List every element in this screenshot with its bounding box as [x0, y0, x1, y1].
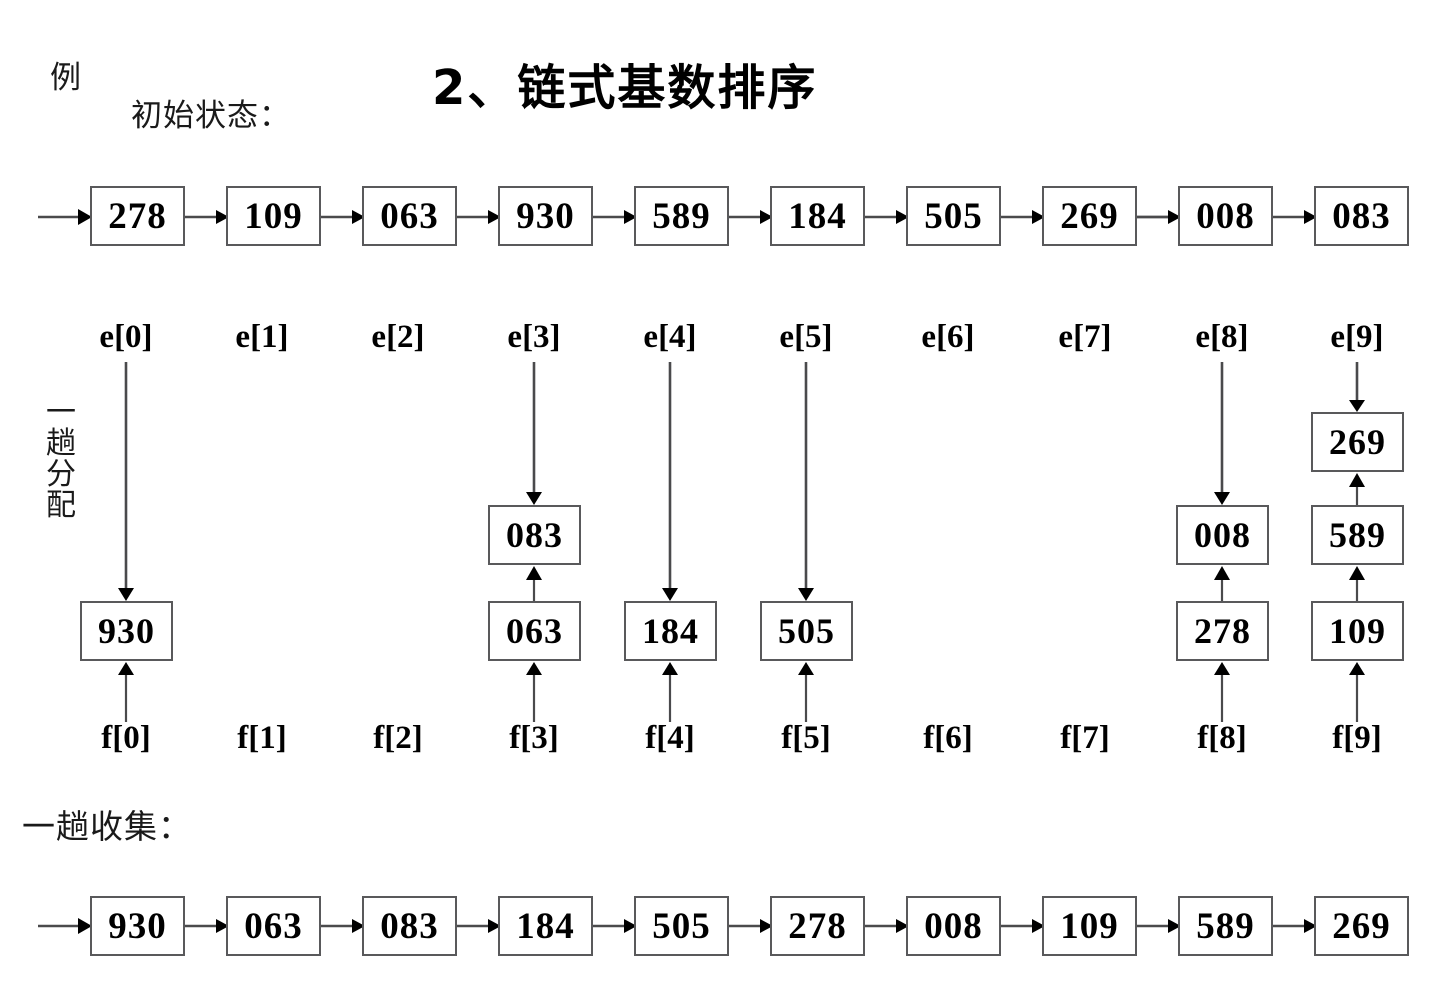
- list-item: 589: [1178, 896, 1273, 956]
- list-item: 184: [498, 896, 593, 956]
- list-item: 063: [226, 896, 321, 956]
- top-list-arrows: [185, 210, 1317, 224]
- f-index-label: f[1]: [237, 720, 287, 756]
- bucket-node: 505: [760, 601, 853, 661]
- f-index-label: f[2]: [373, 720, 423, 756]
- list-item: 930: [90, 896, 185, 956]
- vtext-char-1: 趟: [46, 425, 76, 461]
- vtext-char-3: 配: [46, 487, 76, 523]
- e-index-label: e[0]: [99, 319, 153, 355]
- e-index-label: e[7]: [1058, 319, 1112, 355]
- vtext-char-2: 分: [46, 456, 76, 492]
- list-item: 109: [226, 186, 321, 246]
- list-item: 505: [634, 896, 729, 956]
- bucket-node: 184: [624, 601, 717, 661]
- bucket-node: 589: [1311, 505, 1404, 565]
- list-item: 109: [1042, 896, 1137, 956]
- f-index-label: f[4]: [645, 720, 695, 756]
- list-item: 083: [362, 896, 457, 956]
- list-item: 269: [1314, 896, 1409, 956]
- list-item: 063: [362, 186, 457, 246]
- list-item: 269: [1042, 186, 1137, 246]
- e-index-label: e[4]: [643, 319, 697, 355]
- e-index-label: e[5]: [779, 319, 833, 355]
- f-index-label: f[8]: [1197, 720, 1247, 756]
- one-pass-collect-label: 一趟收集：: [22, 807, 192, 846]
- bucket-node: 008: [1176, 505, 1269, 565]
- f-index-label: f[9]: [1332, 720, 1382, 756]
- bucket-node: 083: [488, 505, 581, 565]
- f-pointer-arrows: [118, 662, 1365, 722]
- f-index-label: f[3]: [509, 720, 559, 756]
- list-item: 589: [634, 186, 729, 246]
- f-index-label: f[7]: [1060, 720, 1110, 756]
- bucket-node: 269: [1311, 412, 1404, 472]
- list-item: 278: [90, 186, 185, 246]
- head-arrow-top: [38, 209, 92, 225]
- bucket-node: 063: [488, 601, 581, 661]
- one-pass-distribute-label: 一 趟 分 配: [44, 395, 78, 523]
- example-label: 例: [50, 60, 81, 96]
- bucket-node: 930: [80, 601, 173, 661]
- bucket-node: 109: [1311, 601, 1404, 661]
- e-pointer-arrows: [118, 362, 1365, 601]
- e-index-label: e[3]: [507, 319, 561, 355]
- head-arrow-bottom: [38, 918, 92, 934]
- initial-state-label: 初始状态：: [131, 98, 291, 134]
- list-item: 505: [906, 186, 1001, 246]
- vtext-char-0: 一: [46, 395, 76, 430]
- f-index-label: f[0]: [101, 720, 151, 756]
- list-item: 008: [1178, 186, 1273, 246]
- list-item: 930: [498, 186, 593, 246]
- list-item: 083: [1314, 186, 1409, 246]
- e-index-label: e[8]: [1195, 319, 1249, 355]
- list-item: 008: [906, 896, 1001, 956]
- e-index-label: e[6]: [921, 319, 975, 355]
- e-index-label: e[9]: [1330, 319, 1384, 355]
- bucket-node: 278: [1176, 601, 1269, 661]
- e-index-label: e[2]: [371, 319, 425, 355]
- bottom-list-arrows: [185, 919, 1317, 933]
- page-title: 2、链式基数排序: [432, 60, 818, 116]
- e-index-label: e[1]: [235, 319, 289, 355]
- list-item: 278: [770, 896, 865, 956]
- list-item: 184: [770, 186, 865, 246]
- f-index-label: f[5]: [781, 720, 831, 756]
- f-index-label: f[6]: [923, 720, 973, 756]
